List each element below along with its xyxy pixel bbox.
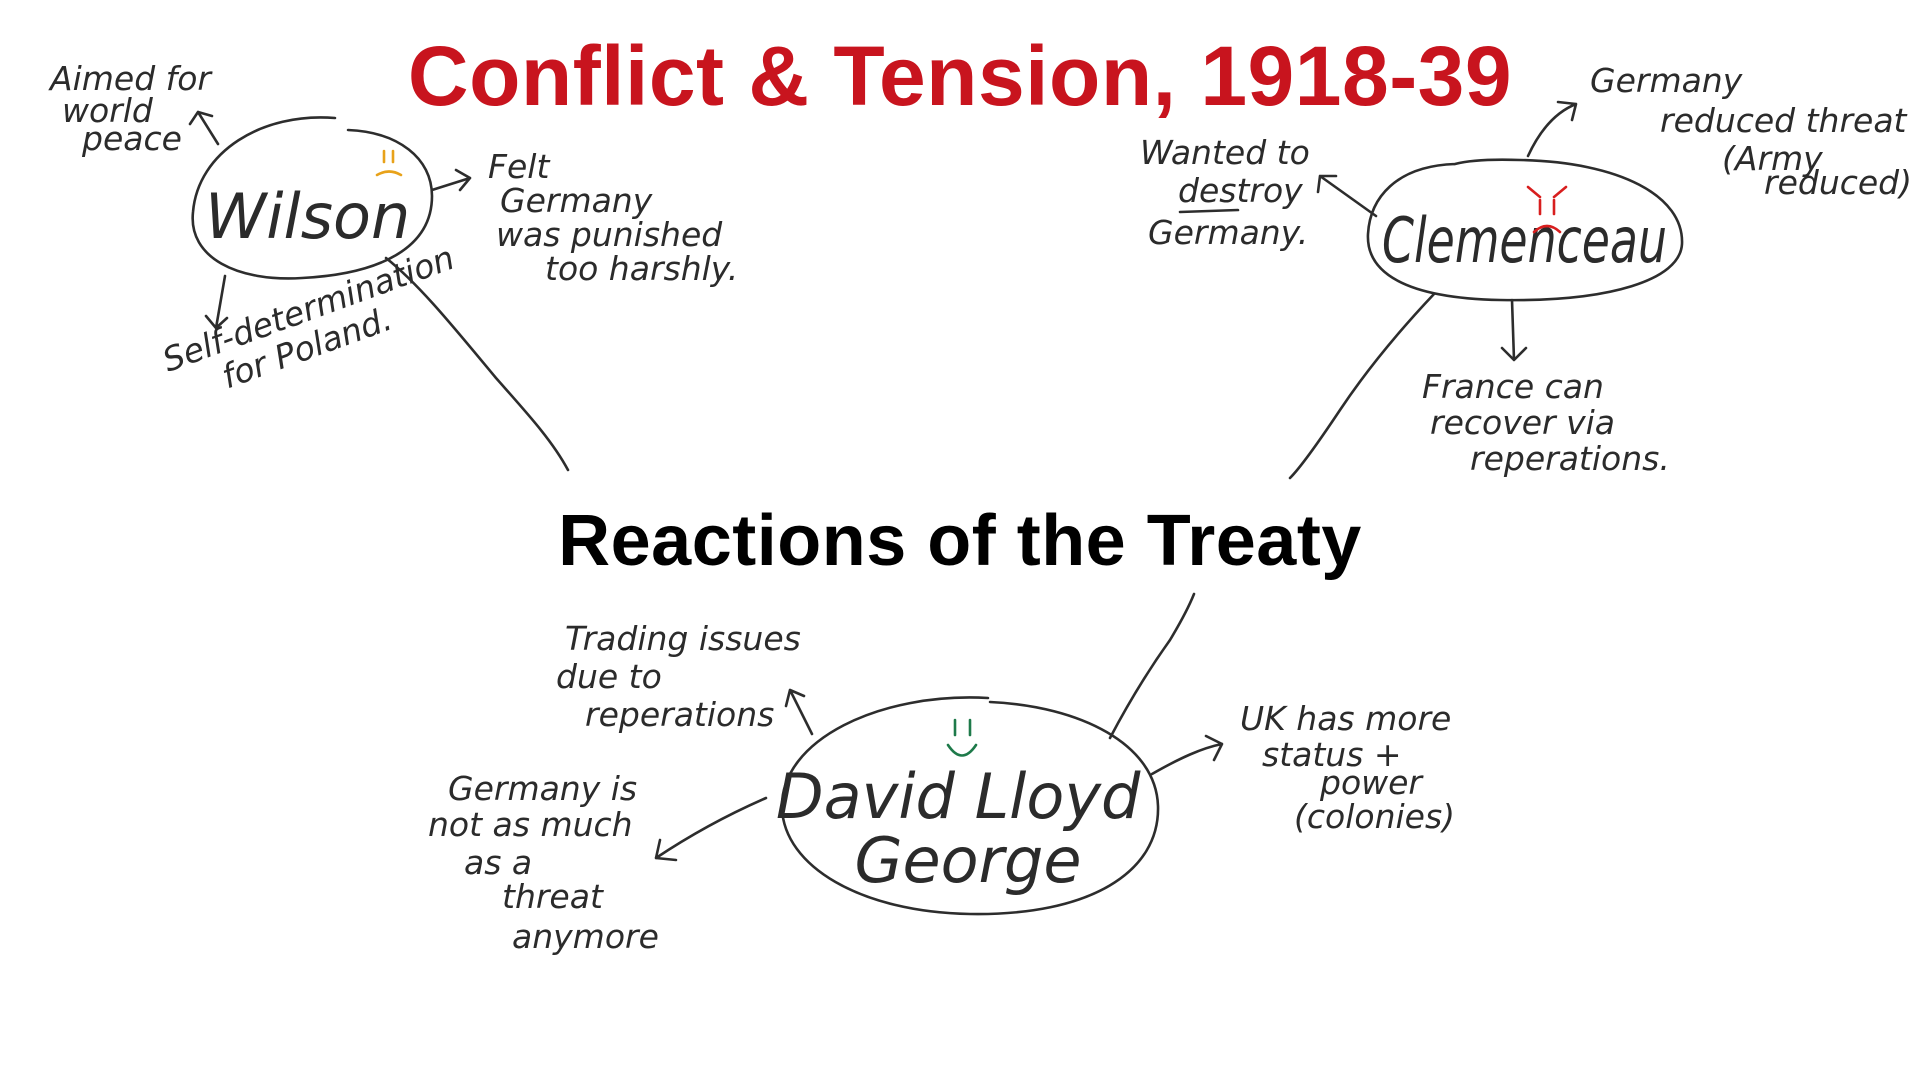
note-line: due to [556,657,662,696]
note-line: Felt [488,147,550,186]
arrow-icon [1316,174,1378,218]
lloyd-george-face-icon [946,718,978,757]
arrow-icon [1150,734,1224,776]
wilson-bubble [191,116,434,280]
connector-line [1108,592,1196,740]
underline [1178,208,1240,214]
note-line: France can [1422,367,1604,406]
connector-line [384,256,570,472]
note-line: Wanted to [1140,133,1310,172]
lloyd-george-bubble [780,696,1160,916]
note-line: not as much [428,805,633,844]
arrow-icon [1526,100,1578,158]
wilson-note-felt: Felt Germany was punished too harshly. [430,147,738,288]
clemenceau-note-reduced-threat: Germany reduced threat (Army reduced) [1526,61,1917,202]
svg-text:UK has more status +: UK has more status + power (colonies) [1240,699,1462,836]
note-line: anymore [512,917,659,956]
note-line: reperations [585,695,774,734]
page-title: Conflict & Tension, 1918-39 [407,29,1513,123]
note-line: recover via [1430,403,1615,442]
lloyd-george-note-trading: Trading issues due to reperations [556,619,814,736]
note-line: UK has more [1240,699,1451,738]
svg-text:France can recover via: France can recover via reperations. [1422,367,1670,478]
clemenceau-face-icon [1526,185,1568,234]
note-line: (colonies) [1294,797,1455,836]
center-topic-title: Reactions of the Treaty [558,501,1362,581]
clemenceau-note-france: France can recover via reperations. [1422,298,1670,478]
arrow-icon [430,168,472,192]
lloyd-george-node: David Lloyd George [776,696,1160,916]
clemenceau-note-wanted: Wanted to destroy Germany. [1140,133,1378,252]
note-line: as a [464,843,532,882]
clemenceau-name: Clemenceau [1382,204,1667,277]
note-line: was punished [496,215,723,254]
name-line: George [854,824,1081,897]
clemenceau-bubble [1366,158,1684,302]
note-line: Aimed for [48,59,213,98]
svg-text:Germany reduced threat: Germany reduced threat (Army reduced) [1590,61,1917,202]
note-line: world [62,91,154,130]
connector-line [1288,292,1436,480]
lloyd-george-name: David Lloyd George [776,760,1160,897]
wilson-note-aim: Aimed for world peace [48,59,222,158]
name-line: David Lloyd [776,760,1141,833]
lloyd-george-note-uk: UK has more status + power (colonies) [1150,699,1462,836]
svg-text:Wanted to destroy: Wanted to destroy Germany. [1140,133,1320,252]
wilson-node: Wilson [191,116,434,280]
svg-text:Trading issues due to: Trading issues due to reperations [556,619,811,734]
svg-text:Aimed for world pe: Aimed for world peace [48,59,222,158]
arrow-icon [204,274,229,330]
note-line: reduced threat [1660,101,1908,140]
note-line: too harshly. [545,249,738,288]
note-line: peace [81,119,182,158]
clemenceau-node: Clemenceau [1366,158,1684,302]
note-line: destroy [1178,171,1303,210]
svg-text:Felt Germany was p: Felt Germany was punished too harshly. [488,147,738,288]
arrow-icon [654,796,768,862]
wilson-name: Wilson [205,180,410,253]
note-line: Germany [1590,61,1743,100]
note-line: power [1319,763,1424,802]
arrow-icon [188,110,220,146]
svg-text:Self-determination for P: Self-determination for Poland. [157,234,481,413]
note-line: Trading issues [565,619,801,658]
note-line: Germany. [1148,213,1308,252]
note-line: threat [502,877,604,916]
note-line: Germany is [448,769,637,808]
arrow-icon [784,688,814,736]
note-line: (Army [1722,139,1823,178]
svg-text:Germany is not as much: Germany is not as much as a threat anymo… [428,769,659,956]
note-line: reduced) [1764,163,1912,202]
arrow-icon [1500,298,1528,362]
note-line: Germany [500,181,653,220]
note-line: reperations. [1470,439,1670,478]
wilson-face-icon [375,149,403,177]
wilson-note-self-determination: Self-determination for Poland. [157,234,481,413]
note-line: status + [1262,735,1402,774]
lloyd-george-note-germany: Germany is not as much as a threat anymo… [428,769,768,956]
